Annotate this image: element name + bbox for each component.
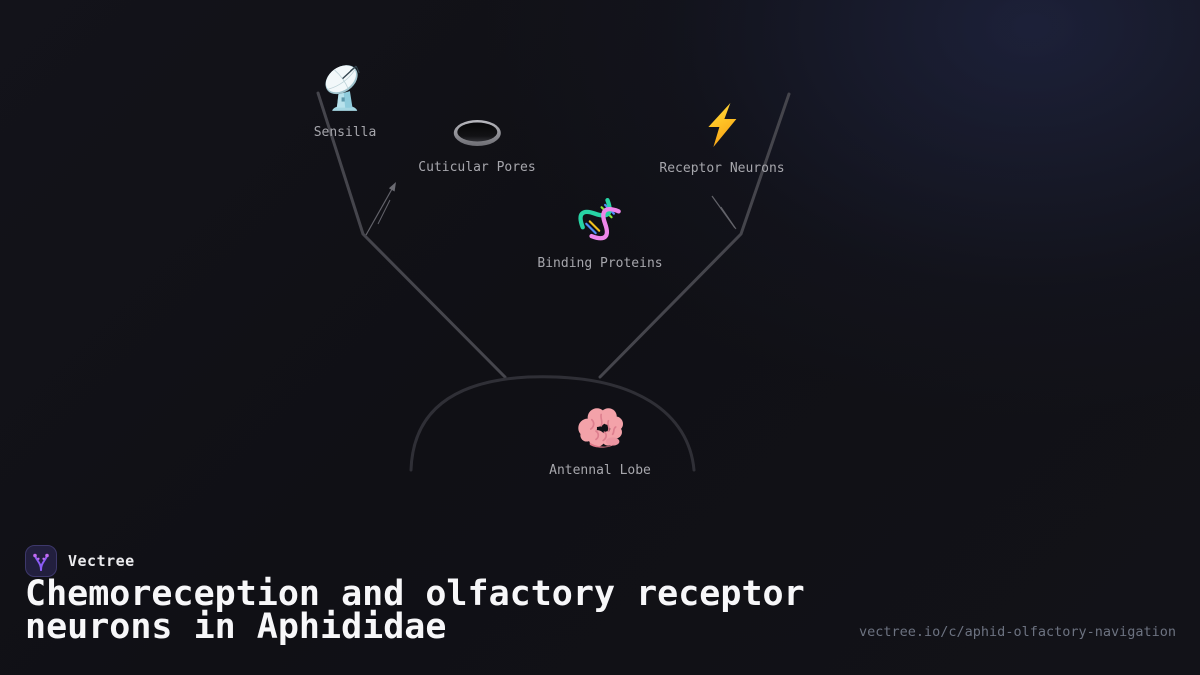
node-receptor-neurons[interactable]: Receptor Neurons	[659, 101, 785, 177]
node-binding-proteins[interactable]: Binding Proteins	[537, 194, 663, 272]
node-label-binding-proteins: Binding Proteins	[537, 256, 663, 271]
right-antenna-line	[598, 92, 791, 379]
node-antennal-lobe[interactable]: Antennal Lobe	[549, 405, 651, 479]
node-sensilla[interactable]: Sensilla	[313, 63, 377, 141]
left-annotation-arrow	[365, 182, 396, 236]
lightning-bolt-icon	[707, 103, 736, 147]
dna-helix-icon	[578, 197, 621, 241]
share-url: vectree.io/c/aphid-olfactory-navigation	[859, 624, 1176, 640]
node-label-cuticular-pores: Cuticular Pores	[418, 160, 536, 175]
right-annotation-lines	[711, 195, 737, 230]
node-cuticular-pores[interactable]: Cuticular Pores	[418, 118, 536, 176]
vectree-logo	[25, 545, 57, 577]
hole-icon	[453, 120, 501, 146]
head-outline-arc	[409, 375, 696, 472]
node-label-receptor-neurons: Receptor Neurons	[659, 161, 785, 176]
node-label-antennal-lobe: Antennal Lobe	[549, 463, 651, 478]
brand-name: Vectree	[68, 552, 135, 570]
left-antenna-line	[316, 91, 507, 379]
satellite-dish-icon	[325, 65, 361, 111]
node-label-sensilla: Sensilla	[313, 125, 377, 140]
page-title: Chemoreception and olfactory receptor ne…	[25, 574, 805, 647]
brain-icon	[578, 408, 623, 448]
